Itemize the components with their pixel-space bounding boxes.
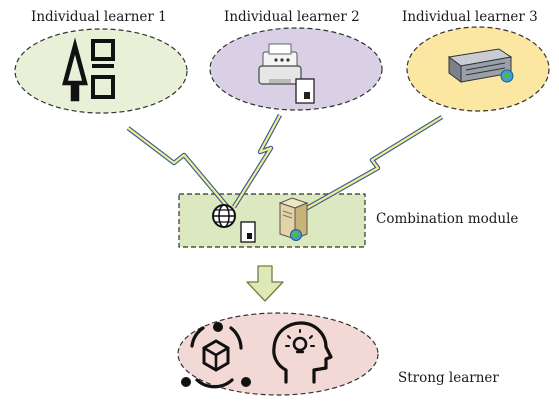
link-learner-2	[232, 113, 282, 209]
combination-module-label: Combination module	[376, 211, 519, 227]
strong-learner-label: Strong learner	[398, 370, 499, 386]
learner-3-label: Individual learner 3	[402, 9, 538, 25]
mobile-device-icon	[240, 221, 256, 243]
ensemble-cube-icon	[181, 322, 251, 389]
learner-2-label: Individual learner 2	[224, 9, 360, 25]
printer-icon	[258, 43, 315, 104]
server-rack-icon	[447, 48, 514, 83]
learner-1-label: Individual learner 1	[31, 9, 167, 25]
combination-module-box	[178, 193, 366, 248]
down-arrow	[246, 265, 284, 302]
tree-list-icon	[62, 37, 115, 102]
globe-icon	[212, 204, 236, 228]
learner-1-ellipse	[14, 28, 188, 114]
strong-learner-ellipse	[177, 312, 379, 396]
link-learner-1	[126, 126, 233, 213]
link-learner-3	[298, 115, 444, 214]
head-lightbulb-icon	[272, 321, 333, 384]
server-tower-icon	[278, 197, 309, 241]
